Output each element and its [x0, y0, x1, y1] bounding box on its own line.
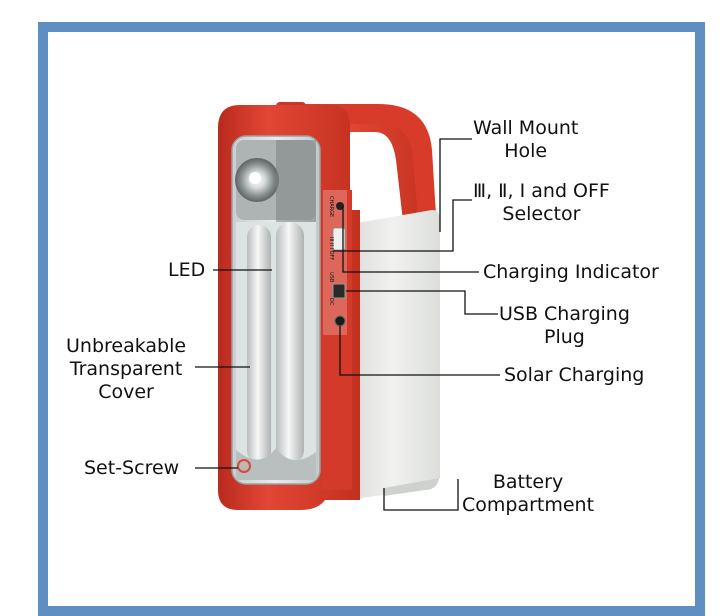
dc-text: DC	[328, 297, 334, 305]
callout-lines	[195, 138, 500, 511]
charging-indicator-light	[336, 202, 344, 210]
control-strip-printing: CHARGE III II I OFF USB DC	[326, 196, 334, 336]
label-usb-charging-plug: USB Charging Plug	[499, 303, 630, 348]
usb-text: USB	[328, 271, 334, 282]
label-set-screw: Set-Screw	[84, 457, 180, 479]
label-battery-compartment: Battery Compartment	[462, 471, 595, 516]
label-transparent-cover: Unbreakable Transparent Cover	[66, 335, 187, 403]
label-led: LED	[168, 259, 206, 281]
usb-port	[332, 283, 346, 299]
side-panel	[345, 210, 440, 498]
led-tube-right	[276, 222, 304, 464]
led-tube-left	[247, 225, 271, 463]
dc-jack	[334, 315, 346, 327]
mode-selector-switch[interactable]	[332, 227, 346, 251]
label-solar-charging: Solar Charging	[504, 364, 645, 386]
label-wall-mount-hole: Wall Mount Hole	[473, 117, 579, 162]
modes-text: III II I OFF	[328, 236, 334, 261]
label-charging-indicator: Charging Indicator	[483, 261, 659, 283]
label-selector: Ⅲ, Ⅱ, Ⅰ and OFF Selector	[473, 180, 610, 225]
set-screw	[237, 459, 251, 473]
charge-text: CHARGE	[328, 196, 334, 218]
transparent-cover	[231, 135, 321, 485]
